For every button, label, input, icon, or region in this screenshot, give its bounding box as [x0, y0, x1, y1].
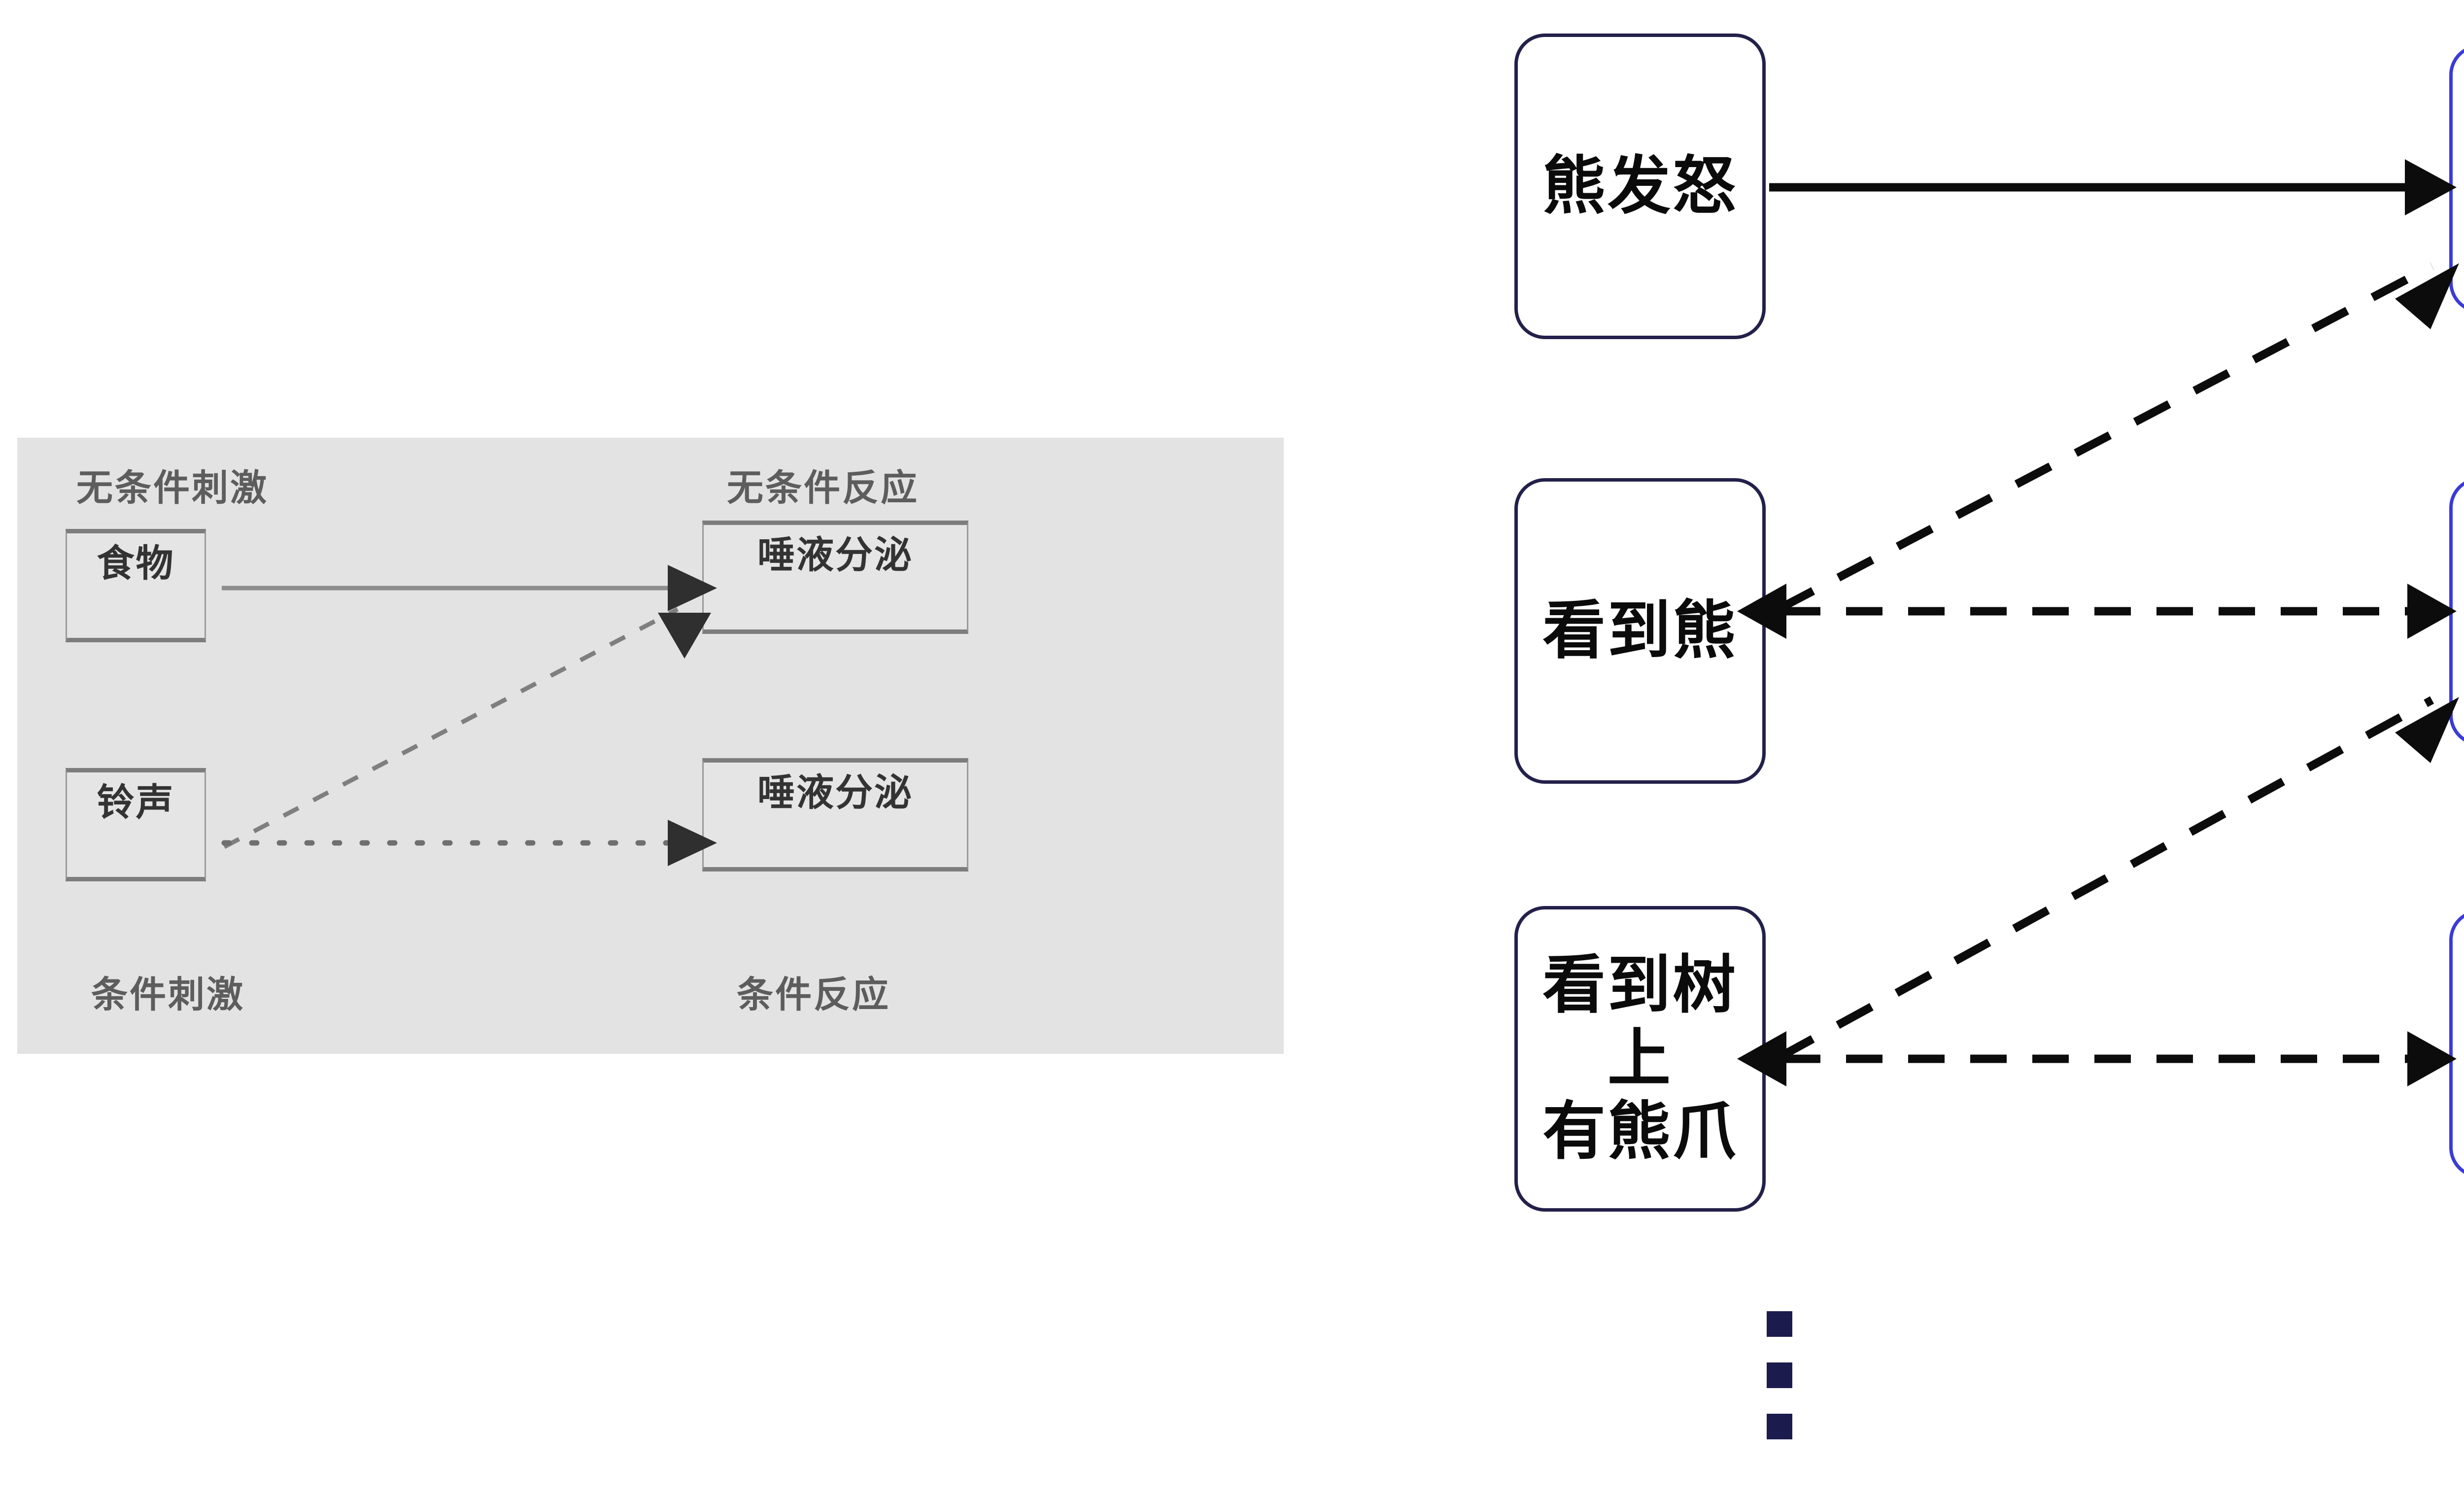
ellipsis-dot — [1767, 1362, 1792, 1388]
cc-box-bell: 铃声 — [66, 768, 206, 881]
rl-state-line-2: 有熊爪 — [1542, 1095, 1738, 1169]
cc-box-salivation-unconditioned: 唾液分泌 — [702, 521, 968, 634]
rl-state-box-bear-angry-label: 熊发怒 — [1542, 149, 1738, 223]
cc-box-salivation-conditioned-label: 唾液分泌 — [757, 772, 913, 814]
rl-arrow-dashed-seebear-to-vsprime — [1737, 584, 2457, 639]
rl-arrow-dashed-diagonal-seeclaw-to-vsprime — [1777, 696, 2459, 1061]
cc-box-salivation-unconditioned-label: 唾液分泌 — [757, 534, 913, 576]
rl-arrow-dashed-diagonal-seebear-to-reward — [1777, 262, 2459, 613]
rl-value-box-v-s: V(s) — [2449, 909, 2464, 1178]
label-unconditioned-stimulus: 无条件刺激 — [76, 467, 269, 508]
cc-arrow-layer — [221, 565, 717, 866]
ellipsis-left-column — [1767, 1311, 1792, 1439]
rl-state-box-see-claw-on-tree-label: 看到树上 有熊爪 — [1518, 948, 1762, 1169]
classical-conditioning-panel: 无条件刺激 无条件反应 条件刺激 条件反应 食物 铃声 唾液分泌 唾液分泌 — [17, 438, 1284, 1054]
rl-arrow-dashed-seeclaw-to-vs — [1737, 1031, 2457, 1086]
label-unconditioned-response: 无条件反应 — [727, 467, 919, 508]
rl-arrow-solid-bearangry-to-reward — [1769, 159, 2457, 215]
cc-box-salivation-conditioned: 唾液分泌 — [702, 758, 968, 872]
cc-box-bell-label: 铃声 — [97, 782, 175, 824]
ellipsis-dot — [1767, 1311, 1792, 1337]
rl-state-box-bear-angry: 熊发怒 — [1514, 34, 1766, 339]
rl-state-box-see-bear: 看到熊 — [1514, 478, 1766, 784]
cc-box-food-label: 食物 — [97, 543, 175, 585]
cc-arrow-bell-diagonal-dashed — [223, 607, 711, 849]
label-conditioned-response: 条件反应 — [737, 974, 890, 1015]
cc-arrow-bell-dotted — [221, 820, 717, 866]
rl-value-box-v-s-prime: V(s′) — [2449, 477, 2464, 746]
rl-state-line-1: 看到树上 — [1542, 948, 1738, 1095]
label-conditioned-stimulus: 条件刺激 — [91, 974, 245, 1015]
cc-arrow-food-solid — [222, 565, 717, 611]
rl-state-box-see-claw-on-tree: 看到树上 有熊爪 — [1514, 906, 1766, 1212]
rl-state-box-see-bear-label: 看到熊 — [1542, 593, 1738, 667]
ellipsis-dot — [1767, 1414, 1792, 1439]
rl-value-box-reward: 奖励 — [2449, 44, 2464, 313]
cc-box-food: 食物 — [66, 529, 206, 642]
